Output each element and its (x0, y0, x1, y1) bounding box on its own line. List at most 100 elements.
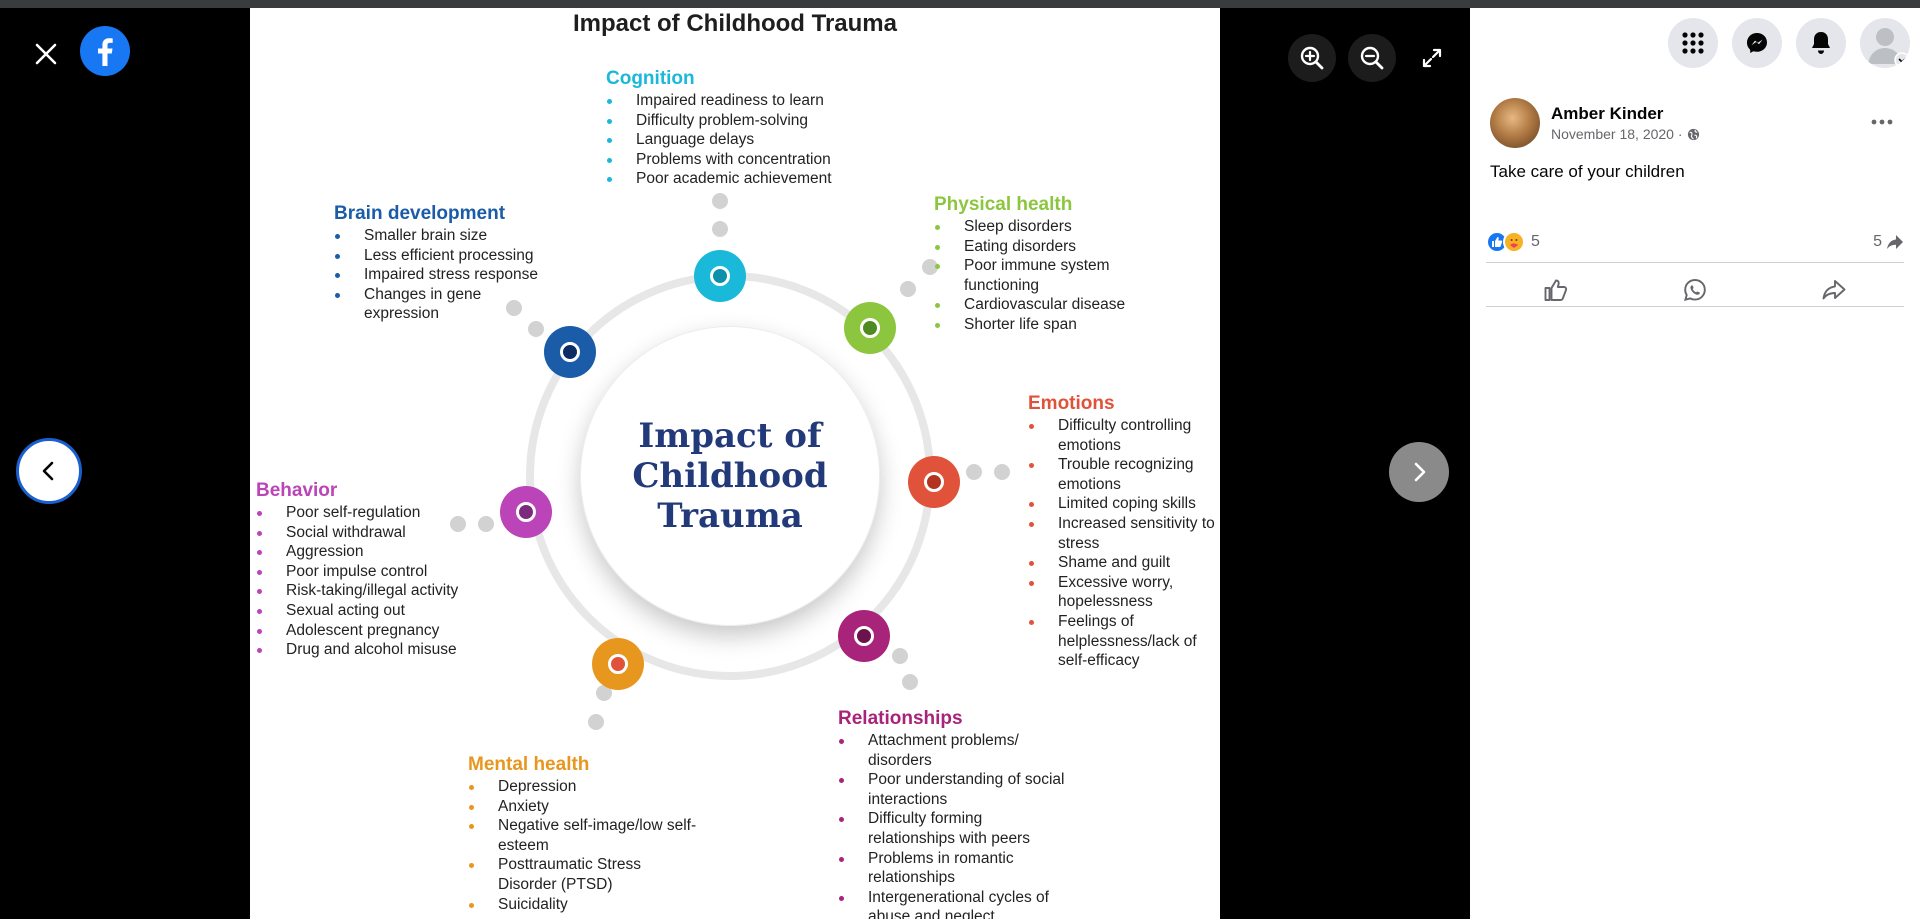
list-item: Difficulty controlling emotions (1028, 416, 1220, 455)
node-brain-development (544, 326, 596, 378)
list-item: Less efficient processing (334, 246, 564, 266)
node-physical-health (844, 302, 896, 354)
like-button[interactable] (1496, 270, 1616, 310)
more-options-button[interactable] (1864, 108, 1900, 136)
photo-viewer: Impact of Childhood Trauma Impact of Chi… (0, 8, 1470, 919)
grid-menu-icon (1682, 32, 1704, 54)
connector-dot (902, 674, 918, 690)
list-item: Shame and guilt (1028, 553, 1220, 573)
list-item: Limited coping skills (1028, 494, 1220, 514)
node-relationships (838, 610, 890, 662)
category-cognition: Cognition Impaired readiness to learn Di… (606, 68, 936, 189)
category-title: Emotions (1028, 393, 1115, 414)
chevron-left-icon (42, 461, 54, 481)
category-physical-health: Physical health Sleep disorders Eating d… (934, 194, 1164, 335)
connector-dot (900, 281, 916, 297)
list-item: Language delays (606, 130, 936, 150)
account-button[interactable] (1860, 18, 1910, 68)
category-title: Brain development (334, 203, 506, 224)
list-item: Attachment problems/ disorders (838, 731, 1048, 770)
messenger-button[interactable] (1732, 18, 1782, 68)
more-horizontal-icon (1871, 119, 1893, 125)
list-item: Excessive worry, hopelessness (1028, 573, 1220, 612)
list-item: Cardiovascular disease (934, 295, 1164, 315)
like-icon (1544, 279, 1567, 301)
avatar[interactable] (1490, 98, 1540, 148)
list-item: Smaller brain size (334, 226, 564, 246)
list-item: Sexual acting out (256, 601, 506, 621)
list-item: Negative self-image/low self-esteem (468, 816, 698, 855)
connector-dot (892, 648, 908, 664)
facebook-logo-icon[interactable] (80, 26, 130, 76)
connector-dot (588, 714, 604, 730)
list-item: Feelings of helplessness/lack of self-ef… (1028, 612, 1220, 671)
category-emotions: Emotions Difficulty controlling emotions… (1028, 393, 1220, 671)
list-item: Intergenerational cycles of abuse and ne… (838, 888, 1078, 919)
reaction-summary[interactable]: 5 (1486, 231, 1540, 253)
list-item: Poor impulse control (256, 562, 506, 582)
connector-dot (450, 516, 466, 532)
list-item: Aggression (256, 542, 506, 562)
profile-avatar-icon (1868, 28, 1910, 68)
list-item: Difficulty forming relationships with pe… (838, 809, 1068, 848)
post-date[interactable]: November 18, 2020 · (1551, 126, 1683, 142)
infographic-center: Impact of Childhood Trauma (580, 326, 880, 626)
post-text: Take care of your children (1490, 162, 1685, 181)
list-item: Eating disorders (934, 237, 1164, 257)
post-action-bar (1486, 268, 1904, 312)
list-item: Social withdrawal (256, 523, 506, 543)
list-item: Difficulty problem-solving (606, 111, 936, 131)
author-name[interactable]: Amber Kinder (1551, 104, 1664, 123)
fullscreen-button[interactable] (1408, 34, 1456, 82)
zoom-in-button[interactable] (1288, 34, 1336, 82)
node-cognition (694, 250, 746, 302)
post-date-row: November 18, 2020 · (1551, 126, 1700, 142)
list-item: Anxiety (468, 797, 708, 817)
infographic-title: Impact of Childhood Trauma (572, 10, 897, 37)
list-item: Shorter life span (934, 315, 1164, 335)
messenger-icon (1747, 33, 1767, 53)
list-item: Risk-taking/illegal activity (256, 581, 506, 601)
globe-icon (1687, 128, 1699, 140)
share-icon (1822, 280, 1846, 300)
connector-dot (966, 464, 982, 480)
fullscreen-icon (1422, 48, 1442, 68)
post-content: Amber Kinder November 18, 2020 · Take ca… (1490, 98, 1900, 182)
category-title: Physical health (934, 194, 1073, 215)
divider (1486, 306, 1904, 307)
center-text: Impact of Childhood Trauma (632, 416, 828, 536)
zoom-out-icon (1360, 46, 1384, 70)
list-item: Poor academic achievement (606, 169, 936, 189)
list-item: Poor immune system functioning (934, 256, 1134, 295)
connector-dot (994, 464, 1010, 480)
list-item: Adolescent pregnancy (256, 621, 506, 641)
whatsapp-icon (1684, 279, 1706, 302)
share-count-area[interactable]: 5 (1873, 233, 1904, 251)
next-photo-button[interactable] (1389, 442, 1449, 502)
header-icons (1668, 18, 1910, 68)
category-brain-development: Brain development Smaller brain size Les… (334, 203, 564, 324)
whatsapp-share-button[interactable] (1635, 270, 1755, 310)
list-item: Impaired readiness to learn (606, 91, 936, 111)
node-emotions (908, 456, 960, 508)
menu-button[interactable] (1668, 18, 1718, 68)
category-mental-health: Mental health Depression Anxiety Negativ… (468, 754, 708, 914)
category-title: Behavior (256, 480, 338, 501)
connector-dot (528, 321, 544, 337)
share-button[interactable] (1774, 270, 1894, 310)
list-item: Depression (468, 777, 708, 797)
category-title: Mental health (468, 754, 590, 775)
list-item: Trouble recognizing emotions (1028, 455, 1220, 494)
previous-photo-button[interactable] (16, 438, 82, 504)
chevron-right-icon (1414, 462, 1426, 482)
connector-dot (478, 516, 494, 532)
infographic-image: Impact of Childhood Trauma Impact of Chi… (250, 8, 1220, 919)
zoom-out-button[interactable] (1348, 34, 1396, 82)
list-item: Poor self-regulation (256, 503, 506, 523)
list-item: Problems in romantic relationships (838, 849, 1068, 888)
node-mental-health (592, 638, 644, 690)
share-count: 5 (1873, 233, 1882, 250)
close-button[interactable] (22, 30, 70, 78)
post-author-row: Amber Kinder November 18, 2020 · (1490, 98, 1900, 148)
notifications-button[interactable] (1796, 18, 1846, 68)
